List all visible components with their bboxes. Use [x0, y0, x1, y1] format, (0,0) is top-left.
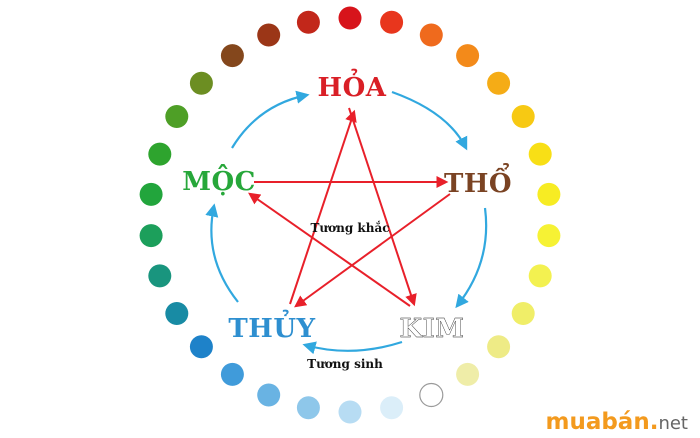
color-dot — [257, 383, 281, 407]
generating-label: Tương sinh — [307, 357, 383, 371]
color-dot — [296, 10, 320, 34]
color-dot — [220, 362, 244, 386]
color-dot — [380, 10, 404, 34]
overcoming-label: Tương khắc — [310, 220, 389, 235]
color-dot — [165, 302, 189, 325]
color-dot — [456, 362, 480, 386]
color-dot — [537, 224, 561, 248]
overcoming-arrow-metal-wood — [248, 192, 411, 307]
color-dot — [220, 44, 244, 68]
generating-arrow-water-wood — [205, 203, 239, 303]
element-metal: KIM — [399, 314, 464, 344]
color-dot — [165, 105, 189, 128]
color-dot — [189, 71, 213, 95]
color-dot — [189, 335, 213, 359]
color-dot — [511, 302, 535, 325]
color-dot — [380, 396, 404, 420]
watermark-logo: muabán.net — [545, 411, 688, 434]
color-dot — [456, 44, 480, 68]
generating-arrow-fire-earth — [391, 90, 468, 151]
color-dot — [338, 400, 362, 424]
color-dot — [148, 142, 172, 166]
overcoming-star — [248, 107, 451, 308]
color-dot — [487, 71, 511, 95]
color-dot — [296, 396, 320, 420]
generating-arrow-wood-fire — [231, 90, 310, 149]
watermark-tld: net — [658, 413, 688, 434]
watermark-dot: . — [649, 409, 659, 435]
generating-cycle — [205, 90, 488, 355]
color-dot — [338, 6, 362, 30]
color-dot — [419, 382, 444, 408]
color-dot — [139, 182, 163, 206]
element-fire: HỎA — [318, 68, 387, 103]
color-dot — [419, 23, 443, 47]
generating-arrow-earth-metal — [455, 207, 488, 309]
element-wood: MỘC — [182, 163, 256, 197]
generating-arrow-metal-water — [302, 340, 403, 355]
color-dot — [139, 224, 163, 248]
color-dot — [537, 182, 561, 206]
color-dot — [528, 264, 552, 288]
color-dot — [511, 105, 535, 128]
color-dot — [148, 264, 172, 288]
element-earth: THỔ — [444, 162, 512, 199]
element-water: THỦY — [228, 309, 315, 344]
overcoming-arrow-fire-metal — [348, 107, 417, 307]
color-dot-ring — [139, 6, 561, 424]
color-dot — [487, 335, 511, 359]
overcoming-arrow-water-fire — [289, 109, 357, 305]
watermark-main: muabán — [545, 409, 650, 435]
color-dot — [257, 23, 281, 47]
color-dot — [528, 142, 552, 166]
overcoming-arrow-earth-water — [294, 193, 451, 308]
